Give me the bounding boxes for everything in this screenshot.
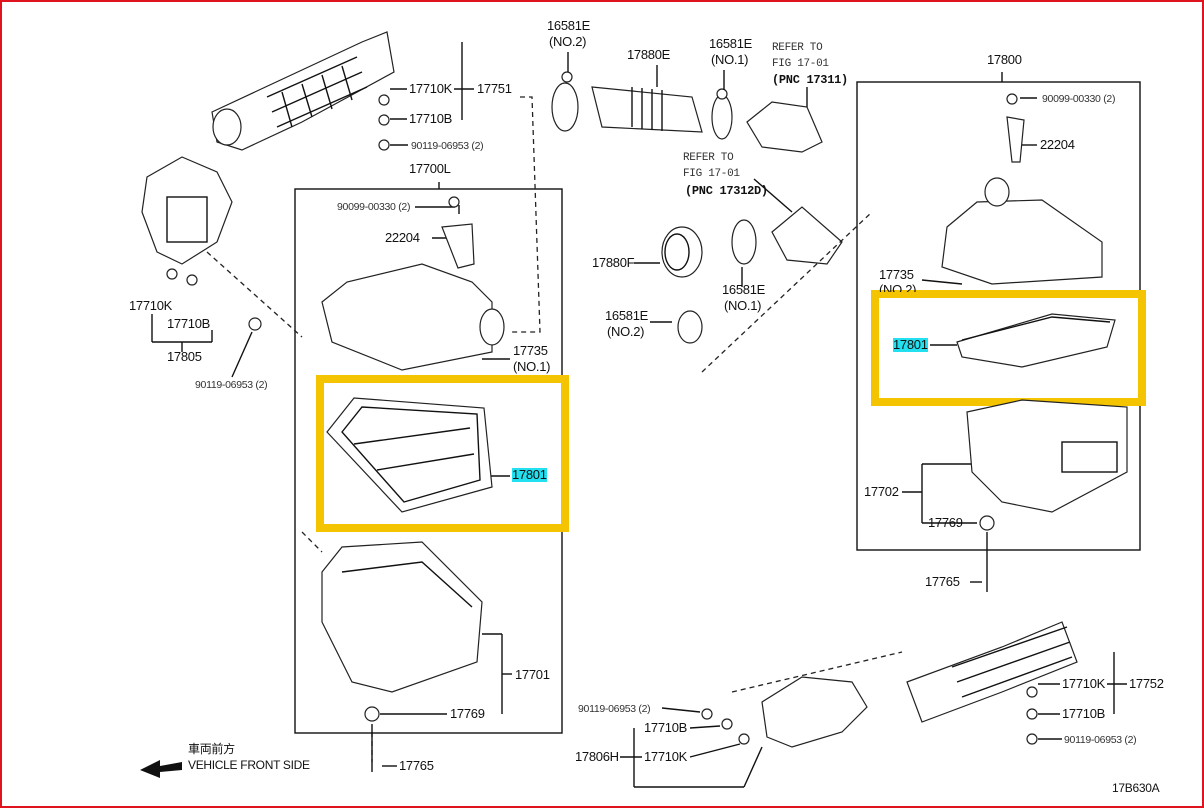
part-label[interactable]: 17710B: [644, 720, 688, 735]
vehicle-front-jp: 車両前方: [188, 742, 235, 756]
vehicle-front-en: VEHICLE FRONT SIDE: [188, 758, 310, 772]
air-cleaner-cap-17700L: [321, 196, 505, 371]
part-label[interactable]: 90119-06953 (2): [1064, 734, 1137, 746]
clamp-16581E-no1-mid: [731, 219, 757, 265]
clamp-16581E-no2-mid: [677, 310, 703, 344]
reference-text: FIG 17-01: [683, 168, 740, 180]
arrow-left-icon: [140, 760, 182, 778]
part-label[interactable]: 17800: [987, 52, 1022, 67]
reference-pnc[interactable]: (PNC 17312D): [685, 184, 768, 198]
intake-duct-17752: [906, 621, 1078, 723]
part-label[interactable]: 22204: [385, 230, 420, 245]
part-label[interactable]: 17805: [167, 349, 202, 364]
part-label[interactable]: 17710B: [409, 111, 453, 126]
part-label[interactable]: 17710B: [167, 316, 211, 331]
part-label[interactable]: 17702: [864, 484, 899, 499]
part-label[interactable]: 17806H: [575, 749, 619, 764]
duct-17311: [746, 101, 823, 153]
part-label[interactable]: 90119-06953 (2): [411, 140, 484, 152]
part-label: (NO.2): [879, 283, 917, 292]
part-label[interactable]: 17765: [925, 574, 960, 589]
resonator-17806H: [761, 676, 868, 748]
highlight-box-left: [316, 375, 569, 532]
part-label[interactable]: 16581E: [547, 18, 591, 33]
part-label: (NO.1): [724, 298, 762, 313]
part-label[interactable]: 16581E: [709, 36, 753, 51]
part-label-highlighted[interactable]: 17801: [512, 467, 547, 482]
part-label[interactable]: 90099-00330 (2): [337, 201, 411, 213]
resonator-17805: [141, 156, 233, 265]
part-label[interactable]: 17769: [450, 706, 485, 721]
part-label[interactable]: 90099-00330 (2): [1042, 93, 1116, 105]
part-label: (NO.2): [549, 34, 587, 49]
part-label[interactable]: 17735: [879, 267, 914, 282]
clamp-16581E-no2-top: [551, 71, 579, 132]
clamp-16581E-no1-top: [711, 88, 733, 140]
intake-duct-17751: [211, 31, 395, 151]
highlight-box-right: [871, 290, 1146, 406]
reference-pnc[interactable]: (PNC 17311): [772, 73, 848, 87]
part-label[interactable]: 17710K: [129, 298, 173, 313]
reference-text: FIG 17-01: [772, 58, 829, 70]
part-label[interactable]: 17710K: [1062, 676, 1106, 691]
part-label[interactable]: 16581E: [722, 282, 766, 297]
part-label[interactable]: 90119-06953 (2): [195, 379, 268, 391]
part-label[interactable]: 17735: [513, 343, 548, 358]
part-label[interactable]: 90119-06953 (2): [578, 703, 651, 715]
part-label[interactable]: 17751: [477, 81, 512, 96]
part-label[interactable]: 16581E: [605, 308, 649, 323]
reference-text: REFER TO: [683, 152, 734, 164]
duct-17312D: [771, 206, 843, 265]
part-label-highlighted[interactable]: 17801: [893, 337, 928, 352]
part-label[interactable]: 17752: [1129, 676, 1164, 691]
part-label: (NO.2): [607, 324, 645, 339]
part-label[interactable]: (NO.1): [513, 359, 551, 374]
part-label[interactable]: 17701: [515, 667, 550, 682]
reference-text: REFER TO: [772, 42, 823, 54]
part-label[interactable]: 17710B: [1062, 706, 1106, 721]
air-cleaner-case-17702: [966, 399, 1128, 592]
air-filter-17801-right: [956, 313, 1116, 368]
part-label[interactable]: 17710K: [644, 749, 688, 764]
part-label[interactable]: 17769: [928, 515, 963, 530]
air-cleaner-case-17701: [321, 541, 483, 772]
diagram-code: 17B630A: [1112, 781, 1160, 795]
part-label[interactable]: 17765: [399, 758, 434, 773]
part-label[interactable]: 17880F: [592, 255, 635, 270]
air-filter-17801-left: [326, 397, 493, 513]
part-label: (NO.1): [711, 52, 749, 67]
part-label[interactable]: 22204: [1040, 137, 1075, 152]
air-cleaner-cap-17800: [941, 177, 1103, 285]
part-label[interactable]: 17710K: [409, 81, 453, 96]
part-label[interactable]: 17700L: [409, 161, 451, 176]
part-label[interactable]: 17880E: [627, 47, 671, 62]
hose-17880E: [591, 86, 703, 133]
hose-17880F: [661, 226, 703, 278]
